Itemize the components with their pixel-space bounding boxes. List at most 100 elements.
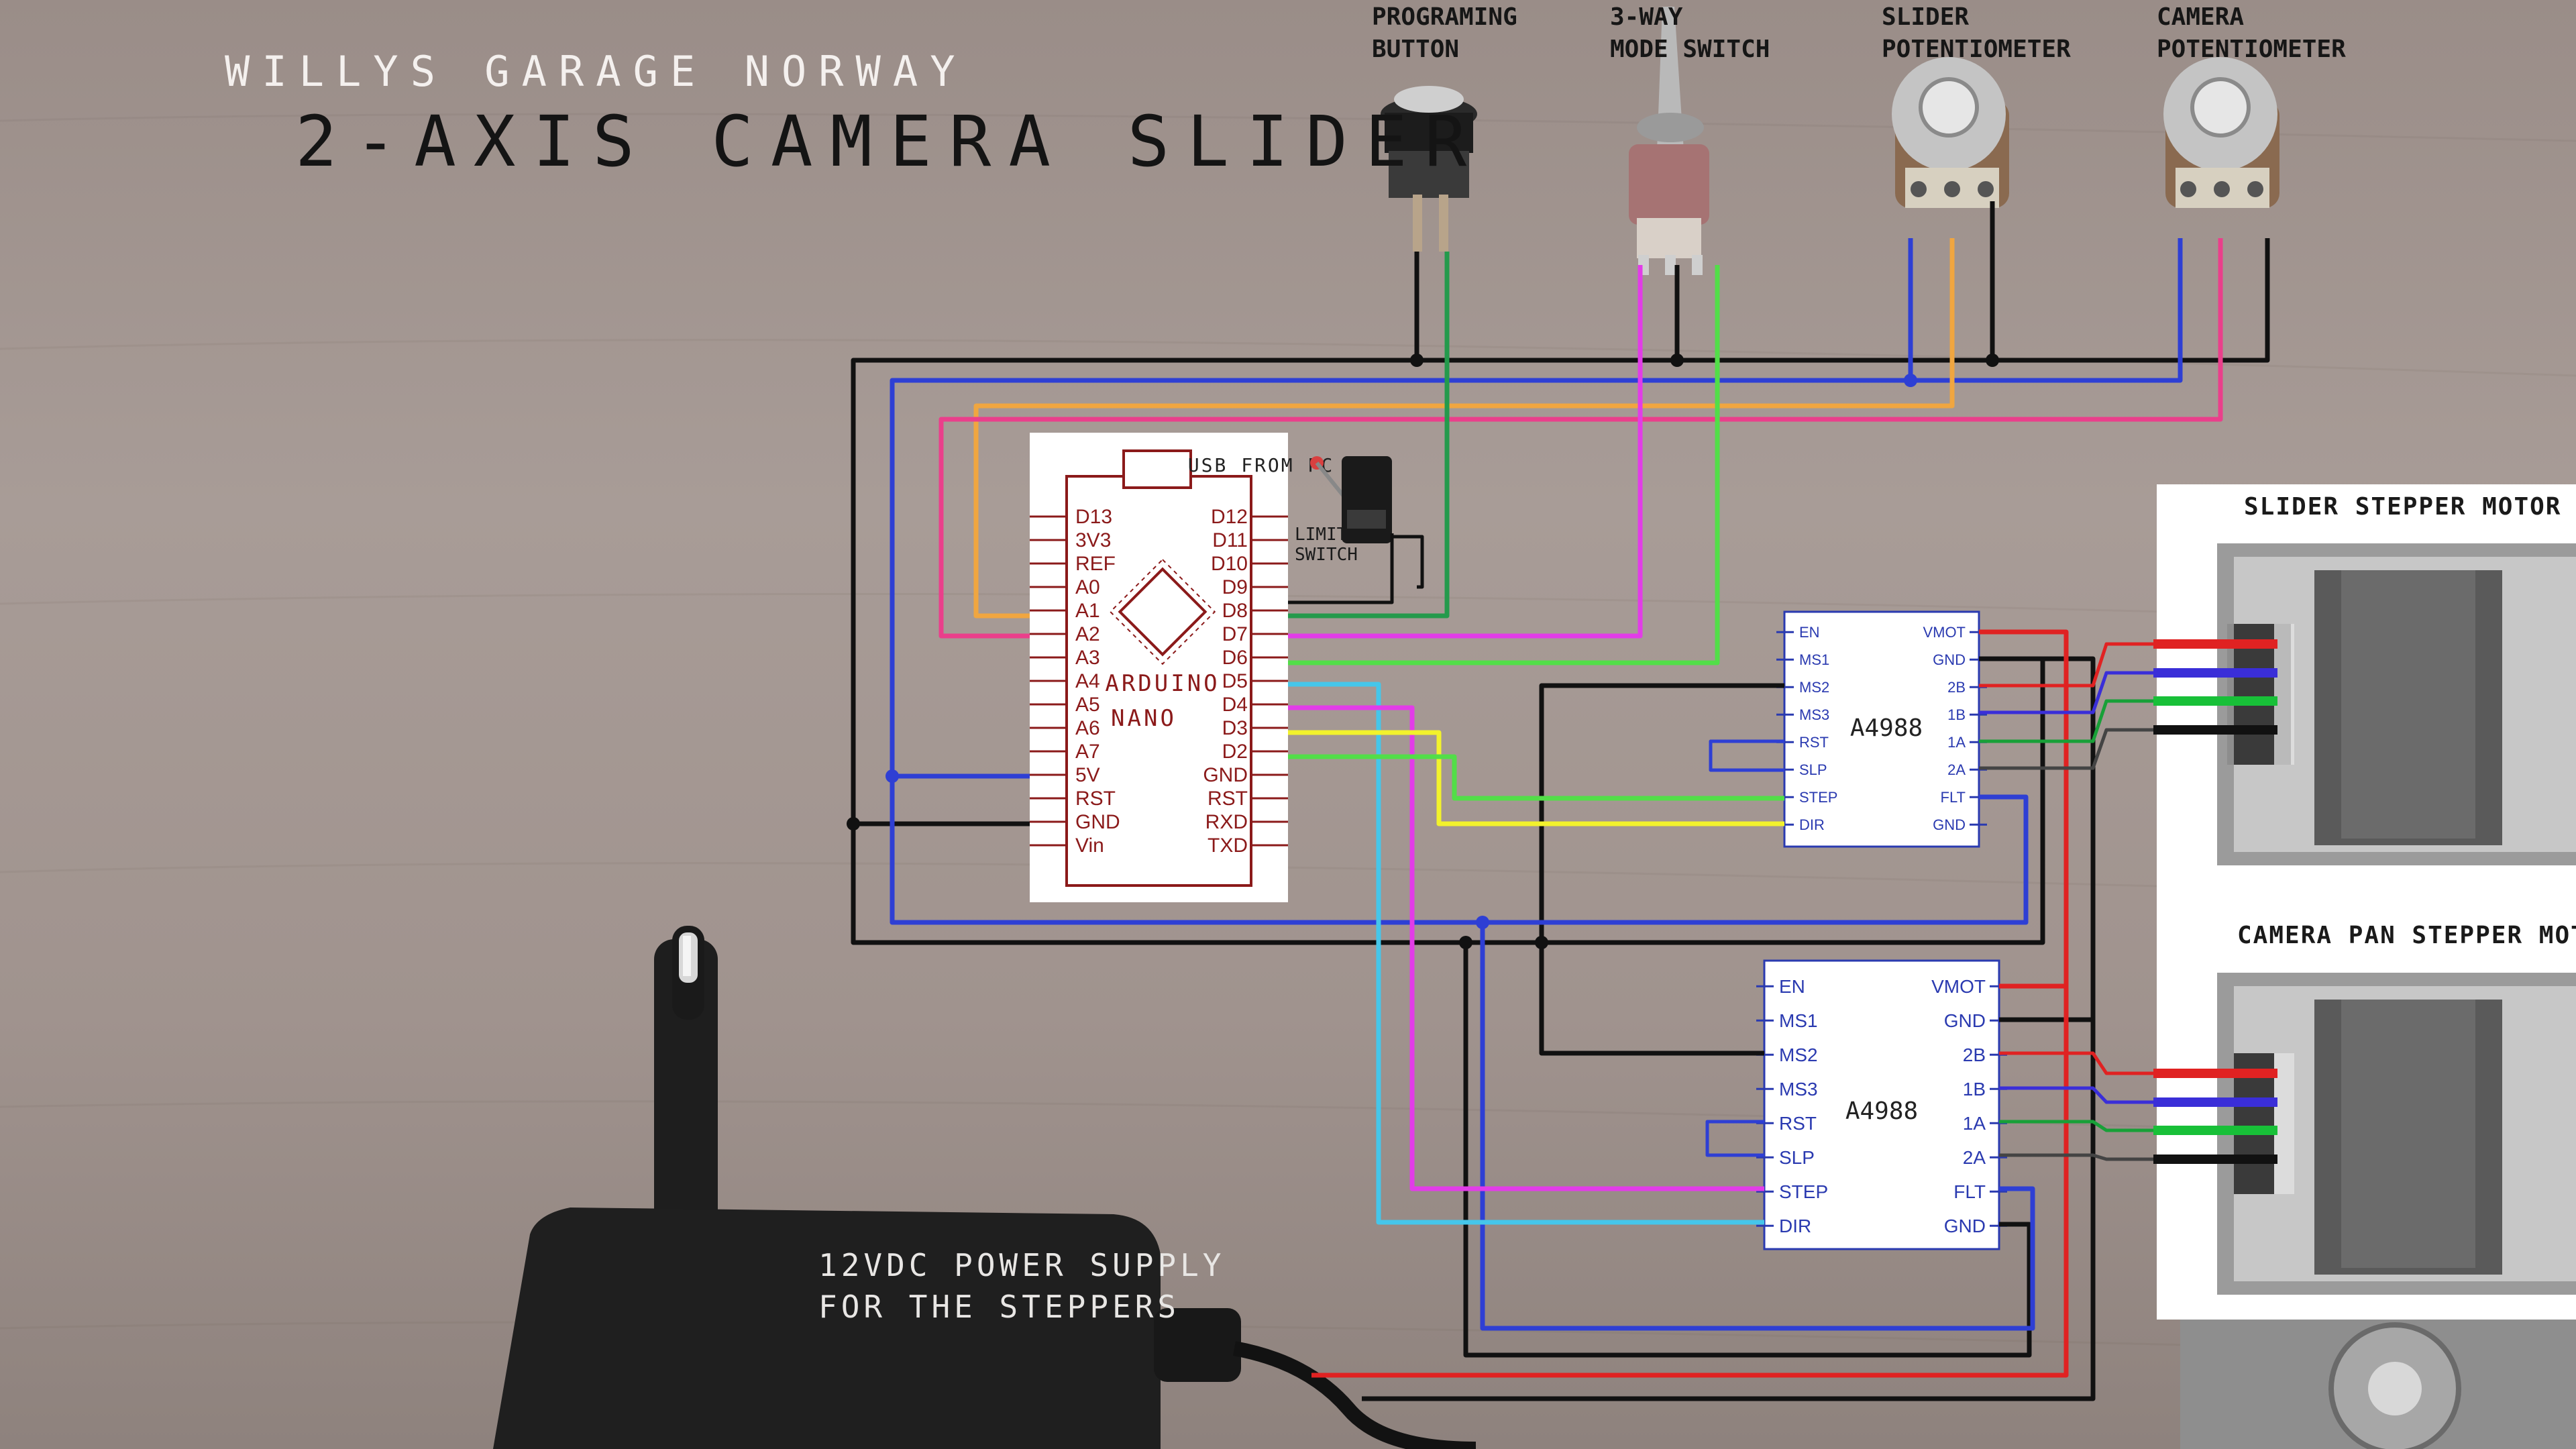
- wire-vmot: [1311, 629, 2069, 1378]
- driver-pin-right: 2A: [1947, 761, 1966, 778]
- arduino-pin-right: D11: [1212, 529, 1248, 551]
- arduino-pin-left: A6: [1075, 717, 1100, 739]
- arduino-pin-left: A7: [1075, 741, 1100, 763]
- usb-connector: [1122, 449, 1192, 489]
- arduino-pin-left: A4: [1075, 670, 1100, 692]
- driver-pin-left: STEP: [1799, 789, 1837, 806]
- wire-a2-camera-pot: [938, 238, 2223, 639]
- driver-pin-right: GND: [1933, 816, 1966, 833]
- limit-switch-label: LIMIT SWITCH: [1295, 525, 1358, 565]
- driver-pin-left: SLP: [1799, 761, 1827, 778]
- driver-pin-left: DIR: [1779, 1216, 1811, 1236]
- driver-pin-right: VMOT: [1923, 624, 1966, 641]
- camera-motor-connector: [2153, 1053, 2277, 1194]
- wire-5v: [890, 238, 2183, 779]
- power-supply-part: [493, 926, 1477, 1449]
- driver-pin-right: 2B: [1963, 1044, 1986, 1065]
- arduino-pin-right: D12: [1211, 506, 1248, 528]
- arduino-pin-right: GND: [1203, 764, 1248, 786]
- camera-pot-part: [2163, 57, 2279, 208]
- slider-motor-label: SLIDER STEPPER MOTOR: [2244, 493, 2562, 521]
- wires: [851, 201, 2270, 1401]
- mode-switch-label: 3-WAY MODE SWITCH: [1610, 3, 1770, 63]
- driver-pin-right: 2B: [1947, 679, 1966, 696]
- arduino-pin-left: D13: [1075, 506, 1112, 528]
- slider-pot-label: SLIDER POTENTIOMETER: [1882, 3, 2071, 63]
- wire-d7-switch: [1288, 265, 1643, 639]
- psu-label: 12VDC POWER SUPPLY FOR THE STEPPERS: [818, 1247, 1226, 1325]
- project-title: 2-AXIS CAMERA SLIDER: [295, 101, 1485, 182]
- slider-pot-part: [1892, 57, 2009, 208]
- driver-pin-right: 1B: [1947, 706, 1966, 723]
- brand-title: WILLYS GARAGE NORWAY: [225, 47, 967, 96]
- driver-pin-left: MS3: [1779, 1079, 1818, 1099]
- arduino-pin-right: RXD: [1205, 811, 1248, 833]
- arduino-pin-left: A0: [1075, 576, 1100, 598]
- driver-pin-right: VMOT: [1931, 976, 1986, 997]
- arduino-pin-right: D7: [1222, 623, 1248, 645]
- arduino-pin-left: REF: [1075, 553, 1116, 575]
- arduino-pin-left: A3: [1075, 647, 1100, 669]
- driver-pin-left: EN: [1779, 976, 1805, 997]
- driver-pin-left: STEP: [1779, 1181, 1828, 1202]
- usb-label: USB FROM PC: [1188, 454, 1334, 476]
- wire-d8-button: [1288, 252, 1450, 619]
- driver-pin-right: GND: [1933, 651, 1966, 668]
- junction-dots: [847, 354, 1999, 949]
- wire-d3-dir: [1288, 730, 1784, 826]
- driver-pin-right: GND: [1944, 1010, 1986, 1031]
- arduino-pin-stubs: [1030, 515, 1288, 847]
- arduino-pin-right: D8: [1222, 600, 1248, 622]
- wire-d4-step: [1288, 705, 1764, 1191]
- arduino-pin-right: D9: [1222, 576, 1248, 598]
- driver-pin-left: MS1: [1799, 651, 1829, 668]
- driver-1-board: [1783, 610, 1980, 848]
- mode-switch-part: [1629, 7, 1709, 275]
- wire-gnd-bus: [851, 238, 2270, 826]
- limit-switch-part: [1310, 456, 1392, 543]
- driver-pin-left: MS3: [1799, 706, 1829, 723]
- slider-motor-connector: [2153, 624, 2277, 765]
- driver-pin-right: FLT: [1953, 1181, 1986, 1202]
- programming-button-part: [1381, 86, 1477, 252]
- driver-2-pins: ENMS1MS2MS3RSTSLPSTEPDIRVMOTGND2B1B1A2AF…: [1756, 976, 2007, 1236]
- wire-d5-dir: [1288, 682, 1764, 1225]
- arduino-pin-right: D10: [1211, 553, 1248, 575]
- driver-pin-right: FLT: [1941, 789, 1966, 806]
- arduino-pin-left: A2: [1075, 623, 1100, 645]
- driver-pin-left: MS2: [1779, 1044, 1818, 1065]
- driver-2-name: A4988: [1845, 1097, 1918, 1125]
- arduino-pin-right: RST: [1208, 788, 1248, 810]
- chip-icon: [1109, 558, 1216, 665]
- driver-pin-right: 1A: [1963, 1113, 1986, 1134]
- driver-pin-left: RST: [1799, 734, 1829, 751]
- driver-2-board: [1763, 959, 2000, 1250]
- arduino-pin-right: D6: [1222, 647, 1248, 669]
- driver-pin-right: GND: [1944, 1216, 1986, 1236]
- driver-1-name: A4988: [1850, 714, 1923, 742]
- arduino-board: [1030, 433, 1288, 902]
- camera-pot-label: CAMERA POTENTIOMETER: [2157, 3, 2346, 63]
- wire-d6-switch: [1288, 265, 1720, 665]
- arduino-pin-right: D2: [1222, 741, 1248, 763]
- camera-motor-label: CAMERA PAN STEPPER MOTOR: [2237, 922, 2576, 949]
- arduino-pin-left: Vin: [1075, 835, 1104, 857]
- arduino-pin-left: GND: [1075, 811, 1120, 833]
- arduino-pin-right: D5: [1222, 670, 1248, 692]
- arduino-pin-left: 5V: [1075, 764, 1100, 786]
- driver-pin-left: EN: [1799, 624, 1820, 641]
- arduino-pin-right: D3: [1222, 717, 1248, 739]
- arduino-name-1: ARDUINO: [1105, 670, 1220, 697]
- arduino-pin-right: D4: [1222, 694, 1248, 716]
- driver-pin-right: 1A: [1947, 734, 1966, 751]
- arduino-pin-left: A1: [1075, 600, 1100, 622]
- motor-base-photo: [2180, 1320, 2576, 1449]
- driver-pin-right: 1B: [1963, 1079, 1986, 1099]
- programming-button-label: PROGRAMING BUTTON: [1372, 3, 1517, 63]
- driver-pin-left: MS2: [1799, 679, 1829, 696]
- driver-pin-left: RST: [1779, 1113, 1817, 1134]
- arduino-pin-left: A5: [1075, 694, 1100, 716]
